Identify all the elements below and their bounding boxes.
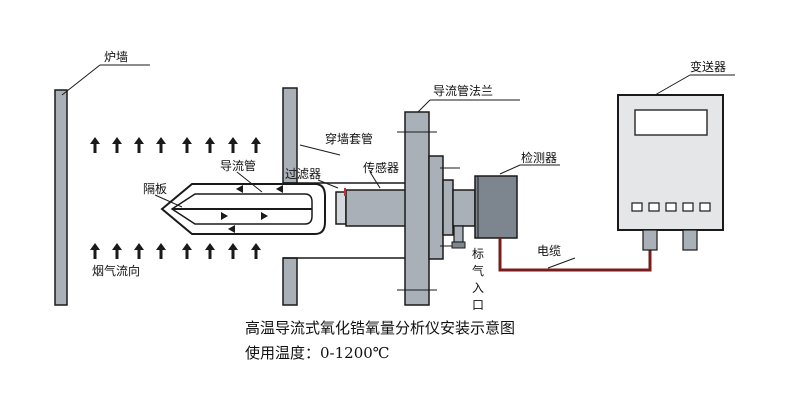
caption-title: 高温导流式氧化锆氧量分析仪安装示意图 — [245, 319, 515, 337]
furnace-wall — [54, 64, 150, 306]
transmitter-key — [631, 202, 643, 212]
cable-gland — [682, 229, 698, 251]
transmitter — [617, 74, 735, 251]
transmitter-key — [699, 202, 711, 212]
furnace-wall-label: 炉墙 — [104, 50, 128, 64]
cable-gland — [642, 229, 658, 251]
flue-gas-arrows — [90, 137, 261, 259]
guide-tube-label: 导流管 — [220, 158, 256, 173]
detector — [451, 164, 560, 249]
guide-flange — [397, 99, 520, 306]
flue-gas-arrow — [137, 144, 141, 153]
flue-gas-arrow — [185, 144, 189, 153]
flue-gas-arrow — [159, 250, 163, 259]
flue-gas-arrow-head — [182, 243, 192, 250]
flue-gas-arrow-head — [228, 137, 238, 144]
guide-tube — [154, 171, 326, 235]
flue-gas-arrow-head — [134, 243, 144, 250]
flue-gas-arrow-head — [112, 243, 122, 250]
flue-gas-arrow — [208, 144, 212, 153]
flue-gas-arrow-head — [156, 243, 166, 250]
flue-gas-arrow-head — [134, 137, 144, 144]
flue-gas-arrow-head — [251, 137, 261, 144]
flue-gas-arrow-head — [90, 243, 100, 250]
std-gas-inlet-label: 标 气 入 口 — [472, 247, 484, 312]
flue-gas-arrow — [254, 144, 258, 153]
flue-gas-arrow — [115, 144, 119, 153]
wall-sleeve-label: 穿墙套管 — [325, 131, 373, 146]
flue-gas-arrow-head — [228, 243, 238, 250]
flue-gas-arrow-head — [112, 137, 122, 144]
filter-label: 过滤器 — [285, 167, 321, 181]
sensor — [344, 171, 407, 227]
flue-gas-arrow — [185, 250, 189, 259]
std-gas-inlet-char: 口 — [472, 298, 484, 312]
detector-label: 检测器 — [521, 150, 557, 165]
flue-gas-arrow — [93, 144, 97, 153]
transmitter-key — [648, 202, 660, 212]
flue-gas-direction-label: 烟气流向 — [92, 263, 140, 278]
std-gas-inlet-char: 入 — [472, 281, 484, 295]
flue-gas-arrow — [115, 250, 119, 259]
caption-temperature: 使用温度：0-1200℃ — [245, 344, 390, 362]
cable — [498, 238, 652, 272]
baffle-label: 隔板 — [143, 182, 167, 196]
flue-gas-arrow — [231, 144, 235, 153]
flue-gas-arrow — [231, 250, 235, 259]
flue-gas-arrow-head — [251, 243, 261, 250]
wall-sleeve — [282, 87, 410, 306]
transmitter-display — [634, 109, 708, 136]
flue-gas-arrow — [137, 250, 141, 259]
std-gas-inlet-char: 标 — [472, 247, 484, 261]
flue-gas-arrow — [254, 250, 258, 259]
sensor-label: 传感器 — [363, 160, 399, 175]
flue-gas-arrow-head — [156, 137, 166, 144]
transmitter-label: 变送器 — [690, 59, 726, 74]
flue-gas-arrow — [159, 144, 163, 153]
cable-label: 电缆 — [537, 244, 561, 258]
flue-gas-arrow-head — [205, 137, 215, 144]
flue-gas-arrow-head — [90, 137, 100, 144]
guide-flange-label: 导流管法兰 — [433, 83, 493, 98]
flue-gas-arrow — [93, 250, 97, 259]
transmitter-key — [665, 202, 677, 212]
std-gas-inlet-char: 气 — [472, 263, 484, 278]
flue-gas-arrow-head — [205, 243, 215, 250]
flue-gas-arrow — [208, 250, 212, 259]
transmitter-key — [682, 202, 694, 212]
flue-gas-arrow-head — [182, 137, 192, 144]
